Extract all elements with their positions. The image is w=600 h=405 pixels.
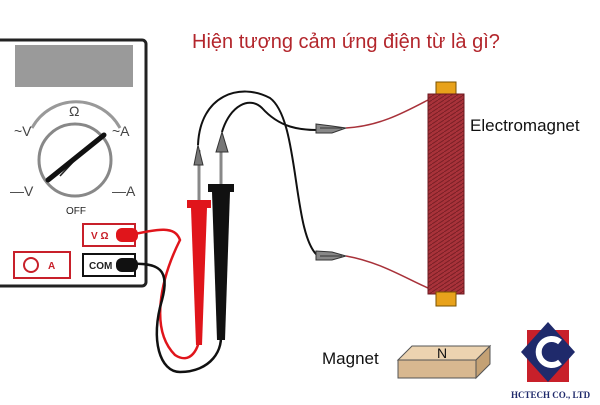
probe-clip-left	[193, 144, 204, 166]
coil-winding	[427, 93, 465, 295]
magnet-pole-label: N	[437, 345, 447, 361]
lower-alligator-clip	[315, 250, 348, 261]
selector-pointer	[45, 132, 107, 183]
hctech-logo	[521, 322, 575, 382]
core-bottom-cap	[435, 291, 457, 307]
label-ac-amp: ~A	[112, 123, 130, 139]
magnet-label: Magnet	[322, 349, 379, 368]
black-plug	[116, 258, 138, 272]
label-ac-volt: ~V	[14, 123, 32, 139]
red-plug	[116, 228, 138, 242]
coil-lead-bottom	[345, 255, 429, 289]
label-off: OFF	[66, 206, 86, 217]
jack-amp-socket	[23, 257, 39, 273]
dial-scale-arc	[30, 100, 122, 129]
wire-probe-to-upper-clip	[221, 101, 319, 133]
bar-magnet[interactable]	[396, 344, 492, 380]
red-probe[interactable]	[187, 150, 211, 345]
label-ohm: Ω	[69, 103, 79, 119]
wire-probe-to-lower-clip	[197, 90, 319, 257]
electromagnet-label: Electromagnet	[470, 116, 580, 135]
jack-volt-ohm-label: V Ω	[91, 231, 108, 242]
multimeter: Ω ~V ~A —V —A OFF V Ω A COM	[0, 38, 148, 288]
label-dc-amp: —A	[112, 183, 136, 199]
multimeter-display	[15, 45, 133, 87]
logo-navy-diamond	[521, 322, 575, 382]
label-dc-volt: —V	[10, 183, 34, 199]
black-test-lead	[127, 262, 223, 374]
jack-com-label: COM	[89, 261, 112, 272]
probe-clip-right	[215, 130, 229, 153]
electromagnet	[427, 81, 465, 307]
jack-amp-label: A	[48, 261, 55, 272]
coil-lead-top	[345, 99, 429, 129]
black-probe[interactable]	[208, 140, 234, 340]
brand-name: HCTECH CO., LTD	[511, 390, 591, 400]
page-title: Hiện tượng cảm ứng điện từ là gì?	[192, 31, 500, 53]
logo-c-letter	[535, 336, 562, 368]
jack-amp[interactable]	[13, 251, 71, 279]
upper-alligator-clip	[315, 123, 347, 134]
